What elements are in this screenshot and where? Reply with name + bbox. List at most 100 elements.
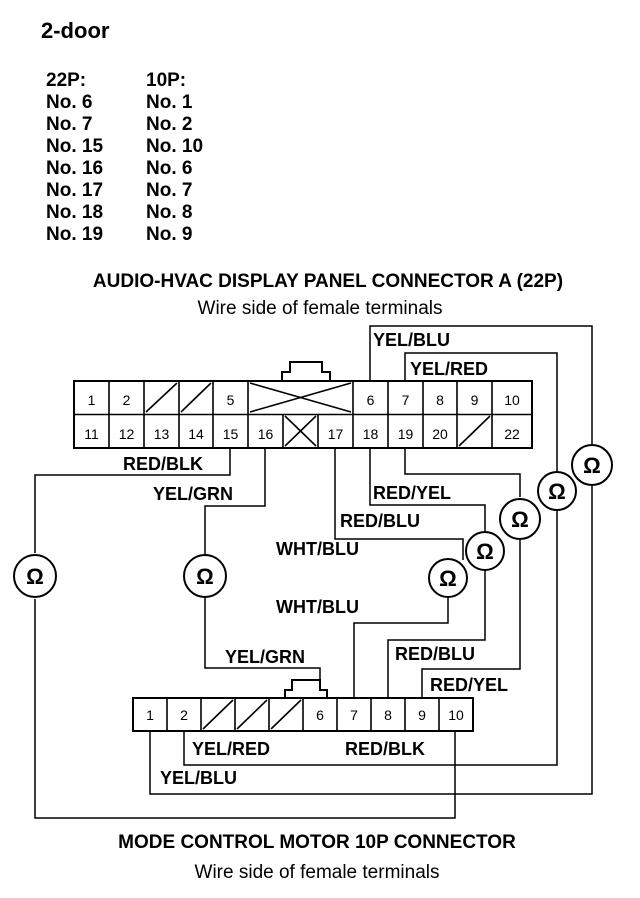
connector-b-numbers: 1 2 6 7 8 9 10: [146, 707, 464, 723]
wire-yel-blu: [149, 485, 593, 795]
wire-label: YEL/BLU: [373, 330, 450, 350]
pin-table-cell: No. 16: [46, 158, 104, 179]
connector-a-subtitle: Wire side of female terminals: [197, 298, 443, 319]
connector-b-cell: 7: [350, 707, 358, 723]
connector-a-cell: 2: [123, 392, 131, 408]
ohmmeter-icon: [499, 498, 541, 540]
pin-table-10p-column: 10P: No. 1 No. 2 No. 10 No. 6 No. 7 No. …: [146, 70, 203, 246]
ohm-symbol: Ω: [548, 479, 566, 504]
connector-b-title: MODE CONTROL MOTOR 10P CONNECTOR: [118, 832, 516, 853]
ohmmeter-icon: [13, 554, 57, 598]
ohm-symbol: Ω: [439, 566, 457, 591]
wire-red-blk: [34, 599, 456, 819]
connector-a-cell: 18: [363, 426, 379, 442]
connector-a-cell: 16: [258, 426, 274, 442]
connector-a-cell: 8: [436, 392, 444, 408]
ohmmeter-symbols: Ω Ω Ω Ω Ω Ω Ω: [26, 453, 601, 591]
connector-b-cell: 9: [418, 707, 426, 723]
connector-a-cell: 12: [119, 426, 135, 442]
connector-b-cell: 6: [316, 707, 324, 723]
connector-a-cell: 22: [504, 426, 520, 442]
connector-a-title: AUDIO-HVAC DISPLAY PANEL CONNECTOR A (22…: [92, 271, 564, 292]
wire-label: RED/BLK: [345, 739, 425, 759]
connector-b-cell: 10: [448, 707, 464, 723]
connector-a-cell: 10: [504, 392, 520, 408]
ohmmeter-icon: [183, 554, 227, 598]
wire-red-blu: [387, 570, 486, 698]
connector-a-cell: 1: [88, 392, 96, 408]
wire-red-blk: [34, 448, 231, 553]
ohm-symbol: Ω: [583, 453, 601, 478]
connector-a-cell: 11: [84, 426, 99, 442]
wire-label: WHT/BLU: [276, 539, 359, 559]
wire-yel-blu: [369, 325, 593, 445]
pin-table-cell: No. 17: [46, 180, 104, 201]
connector-b-tab: [284, 679, 328, 698]
connector-a-cell: 5: [227, 392, 235, 408]
connector-a-unused-markers: [145, 382, 491, 447]
pin-table-10p-header: 10P:: [146, 70, 187, 91]
wire-wht-blu: [334, 448, 464, 560]
wire-lines: [34, 325, 593, 819]
wire-label: RED/YEL: [373, 483, 451, 503]
wire-labels: YEL/BLU YEL/RED RED/BLK YEL/GRN RED/YEL …: [123, 330, 508, 788]
connector-a-cell: 13: [154, 426, 170, 442]
wire-yel-red: [404, 352, 558, 473]
pin-table-cell: No. 8: [146, 202, 193, 223]
connector-a-cell: 6: [367, 392, 375, 408]
ohm-symbol: Ω: [511, 507, 529, 532]
connector-a-cell: 9: [471, 392, 479, 408]
ohm-symbol: Ω: [26, 564, 44, 589]
pin-table-cell: No. 10: [146, 136, 204, 157]
wire-label: YEL/GRN: [225, 647, 305, 667]
wire-red-yel: [404, 448, 521, 497]
connector-a-cell: 7: [402, 392, 410, 408]
wire-label: YEL/RED: [192, 739, 270, 759]
connector-b-cell: 1: [146, 707, 154, 723]
wire-label: YEL/RED: [410, 359, 488, 379]
wire-red-yel: [421, 540, 521, 698]
connector-b-unused-markers: [202, 699, 302, 730]
wire-label: WHT/BLU: [276, 597, 359, 617]
section-title: 2-door: [41, 18, 110, 43]
connector-b-cell: 8: [384, 707, 392, 723]
wire-red-blu: [369, 448, 486, 531]
connector-b-cell: 2: [180, 707, 188, 723]
wire-label: RED/BLU: [340, 511, 420, 531]
wire-yel-grn: [204, 597, 321, 690]
wire-label: RED/YEL: [430, 675, 508, 695]
connector-a-cell: 19: [398, 426, 414, 442]
connector-a-cell: 15: [223, 426, 239, 442]
connector-b-cell-dividers: [166, 698, 440, 731]
pin-table-cell: No. 9: [146, 224, 193, 245]
connector-a-numbers: 1 2 5 6 7 8 9 10 11 12 13 14 15 16 17 18…: [84, 392, 520, 442]
ohmmeter-icon: [465, 531, 505, 571]
wire-label: YEL/GRN: [153, 484, 233, 504]
pin-table-cell: No. 7: [146, 180, 193, 201]
ohmmeter-circles: [13, 444, 613, 598]
wire-wht-blu: [353, 596, 449, 698]
connector-a-cell: 17: [328, 426, 344, 442]
pin-table-cell: No. 19: [46, 224, 104, 245]
ohmmeter-icon: [571, 444, 613, 486]
connector-a-cell: 14: [188, 426, 204, 442]
ohm-symbol: Ω: [196, 564, 214, 589]
connector-b-subtitle: Wire side of female terminals: [194, 862, 440, 883]
pin-table-cell: No. 6: [146, 158, 193, 179]
connector-a-tab: [281, 361, 331, 381]
connector-a-cell: 20: [432, 426, 448, 442]
pin-table-22p-header: 22P:: [46, 70, 87, 91]
connector-a-cell-dividers: [108, 381, 493, 448]
ohmmeter-icon: [537, 471, 577, 511]
pin-table-cell: No. 6: [46, 92, 93, 113]
wire-label: RED/BLK: [123, 454, 203, 474]
wire-yel-red: [183, 510, 558, 766]
ohmmeter-icon: [428, 558, 468, 598]
wire-label: RED/BLU: [395, 644, 475, 664]
wire-label: YEL/BLU: [160, 768, 237, 788]
wire-yel-grn: [204, 448, 266, 555]
ohm-symbol: Ω: [476, 539, 494, 564]
pin-table-cell: No. 2: [146, 114, 193, 135]
pin-table-cell: No. 1: [146, 92, 193, 113]
